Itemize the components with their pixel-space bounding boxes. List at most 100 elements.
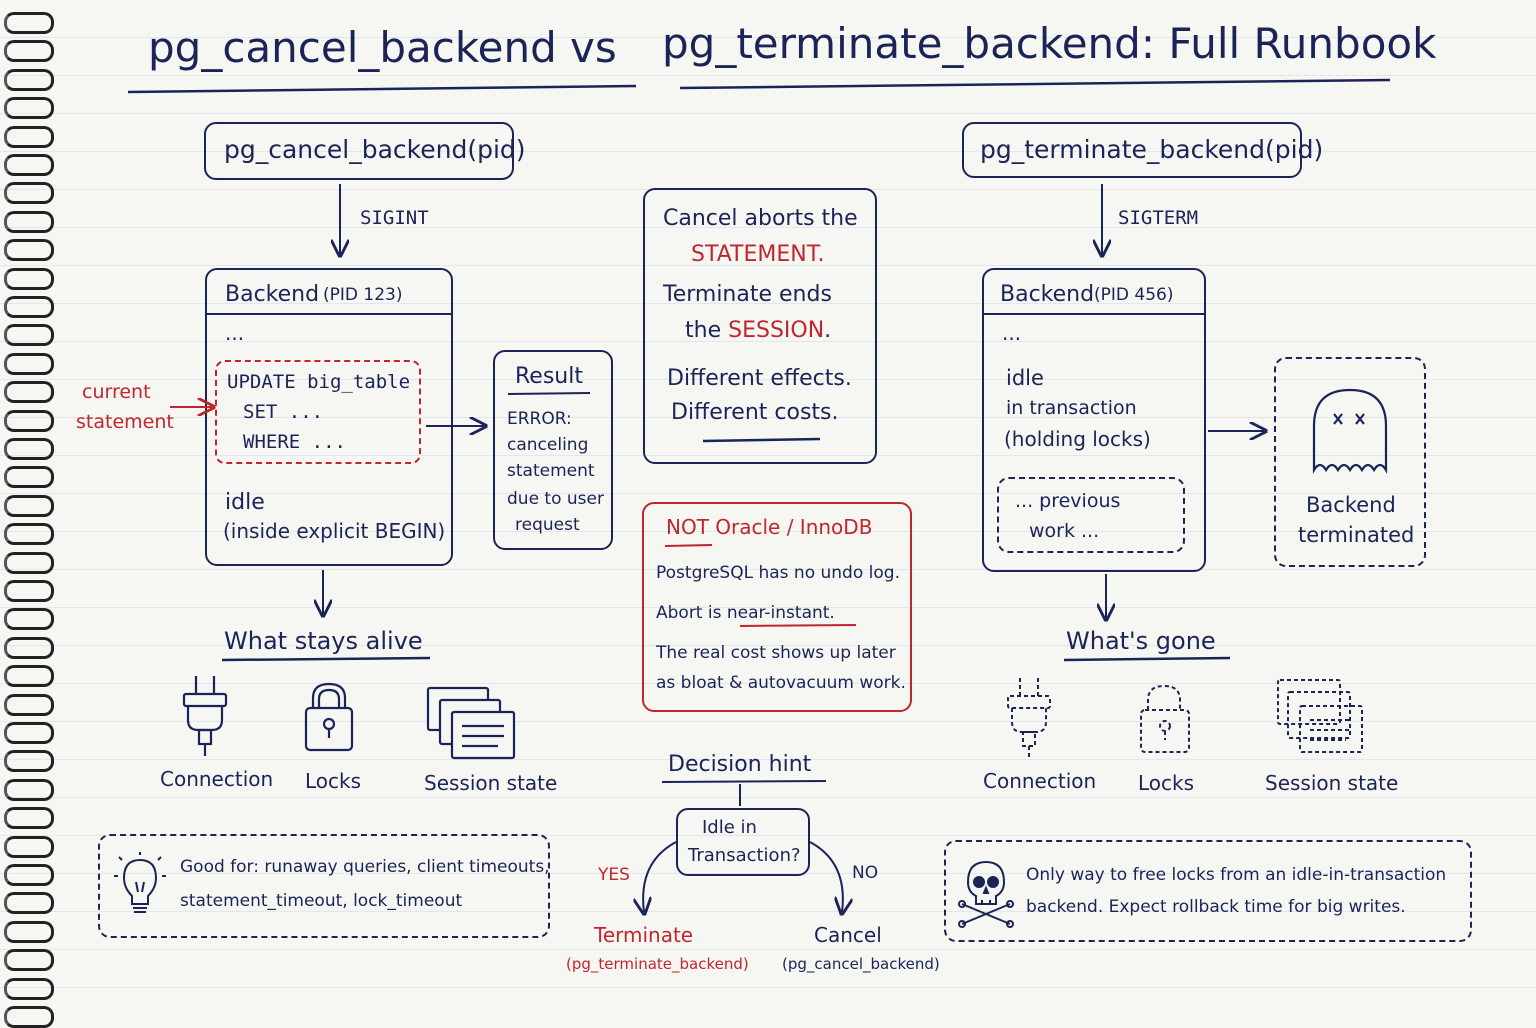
spiral-ring bbox=[4, 551, 54, 574]
spiral-ring bbox=[4, 636, 54, 659]
spiral-ring bbox=[4, 154, 54, 176]
result-title: Result bbox=[515, 364, 583, 389]
not-oracle-line-2: Abort is near-instant. bbox=[656, 603, 835, 623]
result-box: Result ERROR: canceling statement due to… bbox=[493, 350, 613, 550]
result-line-4: due to user bbox=[507, 489, 604, 509]
spiral-ring bbox=[4, 807, 54, 830]
current-statement-label-2: statement bbox=[76, 411, 174, 433]
spiral-ring bbox=[4, 381, 54, 404]
icon-label-connection-right: Connection bbox=[983, 769, 1097, 793]
summary-line-1: Cancel aborts the bbox=[663, 206, 858, 231]
spiral-ring bbox=[4, 239, 54, 262]
whats-gone-underline bbox=[1063, 656, 1231, 662]
decision-question-box: Idle in Transaction? bbox=[676, 808, 810, 876]
spiral-ring bbox=[4, 40, 54, 63]
sigterm-label: SIGTERM bbox=[1118, 207, 1199, 229]
only-way-line-1: Only way to free locks from an idle-in-t… bbox=[1026, 865, 1447, 885]
title-vs: vs bbox=[570, 23, 617, 72]
not-oracle-line-3: The real cost shows up later bbox=[656, 643, 896, 663]
icon-label-session-right: Session state bbox=[1265, 771, 1399, 795]
lock-icon bbox=[304, 682, 354, 752]
decision-yes-result-fn: (pg_terminate_backend) bbox=[566, 955, 749, 973]
summary-line-3: Terminate ends bbox=[663, 282, 832, 307]
spiral-ring bbox=[4, 182, 54, 205]
arrow-decision-yes bbox=[643, 841, 677, 912]
current-statement-box: UPDATE big_table SET ... WHERE ... bbox=[215, 360, 421, 464]
only-way-line-2: backend. Expect rollback time for big wr… bbox=[1026, 897, 1406, 917]
title-underline-left bbox=[127, 84, 637, 94]
previous-work-box: ... previous work ... bbox=[997, 477, 1185, 553]
good-for-line-2: statement_timeout, lock_timeout bbox=[180, 891, 463, 911]
not-oracle-title: NOT Oracle / InnoDB bbox=[666, 515, 873, 539]
result-line-3: statement bbox=[507, 461, 595, 481]
lock-icon-dashed bbox=[1140, 684, 1190, 753]
decision-underline bbox=[661, 780, 827, 783]
cancel-function-box: pg_cancel_backend(pid) bbox=[204, 122, 526, 180]
spiral-ring bbox=[4, 324, 54, 347]
terminated-line-2: terminated bbox=[1298, 523, 1415, 547]
backend-ellipsis-right: ... bbox=[1002, 321, 1022, 345]
backend-box-right: Backend (PID 456) ... idle in transactio… bbox=[982, 268, 1206, 572]
statement-line-1: UPDATE big_table bbox=[227, 371, 411, 393]
spiral-ring bbox=[4, 210, 54, 233]
spiral-ring bbox=[4, 920, 54, 943]
spiral-ring bbox=[4, 835, 54, 858]
plug-icon bbox=[182, 676, 228, 756]
cancel-function-label: pg_cancel_backend(pid) bbox=[224, 135, 526, 164]
statement-line-2: SET ... bbox=[243, 401, 324, 423]
previous-work-line-1: ... previous bbox=[1015, 490, 1121, 512]
result-line-1: ERROR: bbox=[507, 409, 572, 429]
spiral-ring bbox=[4, 267, 54, 290]
summary-line-5: Different effects. bbox=[667, 366, 852, 391]
title-underline-right bbox=[679, 78, 1391, 90]
summary-line-4-suffix: . bbox=[824, 318, 832, 343]
spiral-ring bbox=[4, 97, 54, 120]
terminated-line-1: Backend bbox=[1306, 493, 1396, 517]
result-line-5: request bbox=[515, 515, 580, 535]
backend-title-right: Backend bbox=[1000, 282, 1095, 307]
spiral-ring bbox=[4, 722, 54, 744]
spiral-ring bbox=[4, 949, 54, 972]
stays-alive-title: What stays alive bbox=[224, 627, 423, 655]
previous-work-line-2: work ... bbox=[1029, 520, 1100, 542]
result-underline bbox=[507, 392, 591, 395]
not-oracle-line-4: as bloat & autovacuum work. bbox=[656, 673, 906, 693]
title-part-2: pg_terminate_backend: Full Runbook bbox=[662, 19, 1437, 68]
decision-no-result-fn: (pg_cancel_backend) bbox=[782, 955, 940, 973]
not-oracle-box: NOT Oracle / InnoDB PostgreSQL has no un… bbox=[642, 502, 912, 712]
session-state-icon bbox=[426, 686, 516, 760]
only-way-box: Only way to free locks from an idle-in-t… bbox=[944, 840, 1472, 942]
spiral-ring bbox=[4, 409, 54, 432]
summary-underline bbox=[702, 437, 821, 443]
summary-line-4-prefix: the bbox=[685, 318, 729, 343]
backend-pid-left: (PID 123) bbox=[323, 285, 403, 305]
summary-line-2: STATEMENT. bbox=[691, 242, 825, 267]
backend-terminated-box: Backend terminated bbox=[1274, 357, 1426, 567]
decision-question-line-1: Idle in bbox=[702, 817, 757, 838]
idle-line-right-1: idle bbox=[1006, 366, 1044, 390]
decision-yes-label: YES bbox=[598, 865, 630, 885]
spiral-ring bbox=[4, 892, 54, 915]
spiral-ring bbox=[4, 12, 54, 34]
idle-line-right-2: in transaction bbox=[1006, 397, 1137, 419]
spiral-ring bbox=[4, 778, 54, 801]
spiral-ring bbox=[4, 296, 54, 318]
oracle-title-underline bbox=[664, 544, 713, 547]
icon-label-connection-left: Connection bbox=[160, 767, 274, 791]
decision-hint-title: Decision hint bbox=[668, 752, 812, 777]
terminate-function-label: pg_terminate_backend(pid) bbox=[980, 135, 1324, 164]
backend-title-left: Backend bbox=[225, 282, 320, 307]
result-line-2: canceling bbox=[507, 435, 589, 455]
sigint-label: SIGINT bbox=[360, 207, 429, 229]
icon-label-session-left: Session state bbox=[424, 771, 558, 795]
spiral-ring bbox=[4, 864, 54, 886]
arrow-decision-no bbox=[809, 841, 843, 912]
current-statement-label-1: current bbox=[82, 381, 151, 403]
spiral-ring bbox=[4, 352, 54, 375]
summary-line-4: the SESSION. bbox=[685, 318, 831, 343]
plug-icon-dashed bbox=[1007, 678, 1051, 758]
idle-sub-left: (inside explicit BEGIN) bbox=[223, 519, 446, 543]
spiral-ring bbox=[4, 494, 54, 517]
